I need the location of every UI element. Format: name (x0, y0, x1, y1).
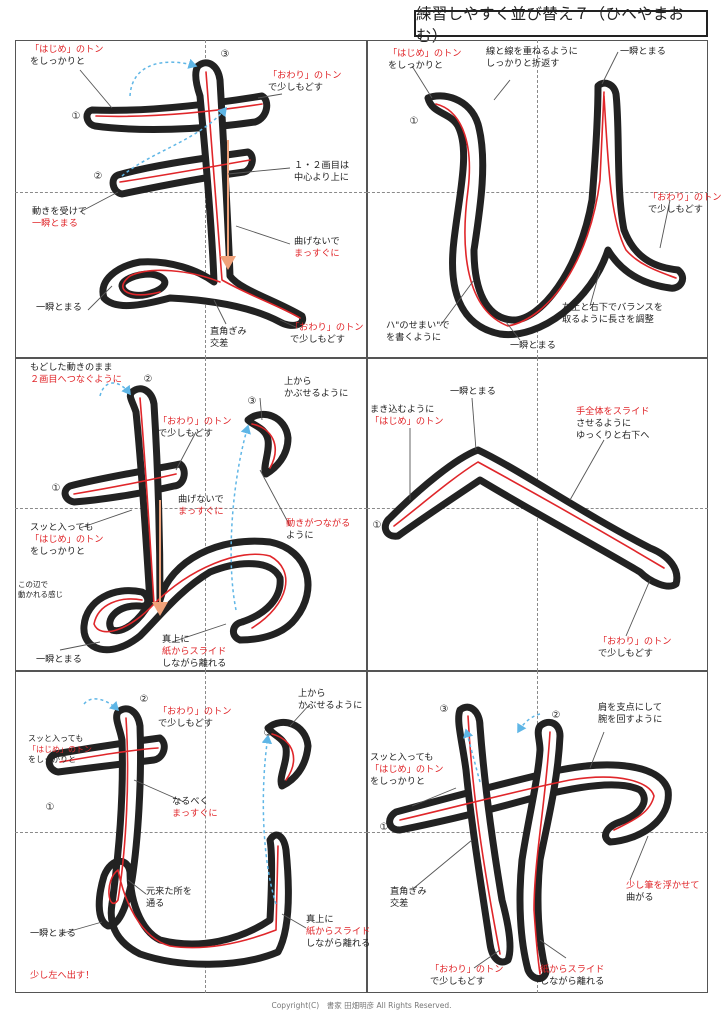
stroke-number-3: ③ (263, 728, 273, 739)
annotation: １・２画目は中心より上に (294, 160, 350, 183)
guide-line (537, 358, 538, 671)
guide-line (15, 832, 367, 833)
guide-line (537, 671, 538, 993)
stroke-number-2: ② (143, 374, 153, 385)
stroke-number-3: ③ (247, 396, 257, 407)
annotation: 「おわり」のトンで少しもどす (268, 70, 342, 93)
stroke-number-1: ① (71, 111, 81, 122)
annotation: 曲げないでまっすぐに (178, 494, 224, 517)
annotation: 一瞬とまる (510, 340, 556, 351)
annotation: 左上と右下でバランスを取るように長さを調整 (562, 302, 663, 325)
annotation: 「おわり」のトンで少しもどす (158, 706, 232, 729)
annotation: 元来た所を通る (146, 886, 192, 909)
annotation: 「おわり」のトンで少しもどす (158, 416, 232, 439)
annotation: 線と線を重ねるようにしっかりと折返す (486, 46, 578, 69)
guide-line (205, 40, 206, 358)
annotation: 直角ぎみ交差 (390, 886, 427, 909)
annotation: 少し筆を浮かせて曲がる (626, 880, 700, 903)
annotation: 真上に紙からスライドしながら離れる (162, 634, 227, 669)
annotation: 「はじめ」のトンをしっかりと (30, 44, 104, 67)
annotation: 一瞬とまる (36, 654, 82, 665)
annotation: スッと入っても「はじめ」のトンをしっかりと (30, 522, 104, 557)
annotation: 一瞬とまる (30, 928, 76, 939)
stroke-number-1: ① (409, 116, 419, 127)
annotation: 「おわり」のトンで少しもどす (290, 322, 364, 345)
annotation: 動きを受けて一瞬とまる (32, 206, 88, 229)
annotation: 一瞬とまる (620, 46, 666, 57)
annotation: 少し左へ出す！ (30, 970, 95, 981)
annotation: 一瞬とまる (36, 302, 82, 313)
stroke-number-3: ③ (439, 704, 449, 715)
annotation: 動きがつながるように (286, 518, 351, 541)
annotation: 「おわり」のトンで少しもどす (598, 636, 672, 659)
panel-o (15, 358, 367, 671)
annotation: 上からかぶせるように (298, 688, 363, 711)
annotation: この辺で動かれる感じ (18, 580, 63, 599)
stroke-number-1: ① (51, 483, 61, 494)
stroke-number-2: ② (551, 710, 561, 721)
stroke-number-2: ② (93, 171, 103, 182)
copyright-notice: Copyright(C) 書家 田畑明彦 All Rights Reserved… (271, 1001, 452, 1010)
annotation: 真上に紙からスライドしながら離れる (306, 914, 371, 949)
annotation: 一瞬とまる (450, 386, 496, 397)
panel-ma (15, 40, 367, 358)
guide-line (537, 40, 538, 358)
stroke-number-1: ① (372, 520, 382, 531)
annotation: なるべくまっすぐに (172, 796, 218, 819)
annotation: 紙からスライドしながら離れる (540, 964, 605, 987)
annotation: スッと入っても「はじめ」のトンをしっかりと (28, 734, 92, 764)
guide-line (15, 192, 367, 193)
stroke-number-1: ① (45, 802, 55, 813)
annotation: 上からかぶせるように (284, 376, 349, 399)
stroke-number-1: ① (379, 822, 389, 833)
annotation: 「おわり」のトンで少しもどす (430, 964, 504, 987)
stroke-number-3: ③ (220, 49, 230, 60)
annotation: ハ"のせまい"でを書くように (386, 320, 450, 343)
annotation: 「おわり」のトンで少しもどす (648, 192, 722, 215)
annotation: スッと入っても「はじめ」のトンをしっかりと (370, 752, 444, 787)
annotation: 曲げないでまっすぐに (294, 236, 340, 259)
page-title: 練習しやすく並び替え７（ひへやまおむ） (414, 5, 708, 45)
annotation: 手全体をスライドさせるようにゆっくりと右下へ (576, 406, 650, 441)
annotation: まき込むように「はじめ」のトン (370, 404, 444, 427)
stroke-number-2: ② (139, 694, 149, 705)
annotation: 肩を支点にして腕を回すように (598, 702, 663, 725)
annotation: 直角ぎみ交差 (210, 326, 247, 349)
annotation: 「はじめ」のトンをしっかりと (388, 48, 462, 71)
